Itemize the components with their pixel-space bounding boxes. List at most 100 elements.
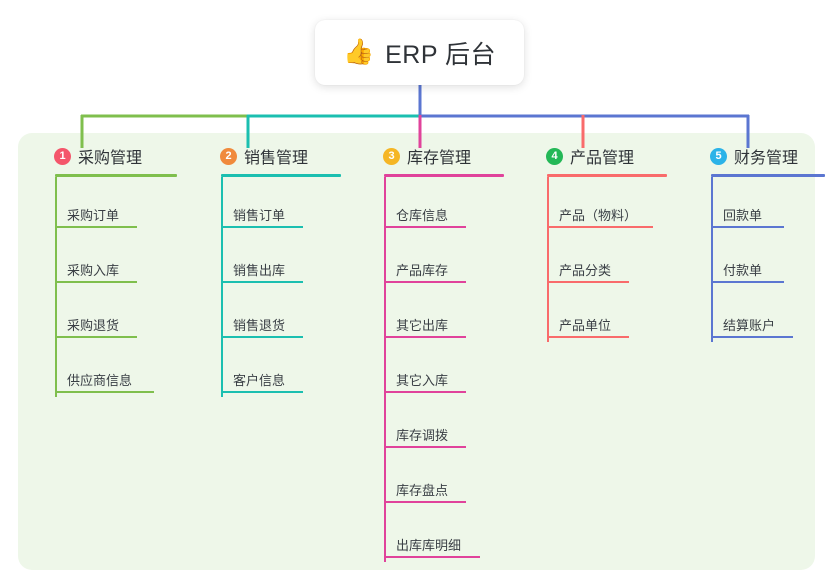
branch-item-label: 付款单: [723, 263, 763, 278]
root-node[interactable]: 👍 ERP 后台: [315, 20, 524, 85]
branch-number-badge: 5: [710, 147, 727, 165]
branch-header-2[interactable]: 2 销售管理: [200, 143, 341, 169]
branch-column-5: 5 财务管理回款单付款单结算账户: [690, 143, 825, 342]
branch-item[interactable]: 采购订单: [34, 177, 177, 232]
branch-item[interactable]: 其它入库: [363, 342, 504, 397]
branch-spine: [711, 177, 713, 342]
branch-item-label: 采购退货: [67, 318, 120, 333]
branch-item[interactable]: 出库库明细: [363, 507, 504, 562]
branch-item-underline: [384, 226, 466, 228]
branch-item[interactable]: 销售退货: [200, 287, 341, 342]
branch-item-underline: [711, 281, 784, 283]
branch-item[interactable]: 客户信息: [200, 342, 341, 397]
branch-column-3: 3 库存管理仓库信息产品库存其它出库其它入库库存调拨库存盘点出库库明细: [363, 143, 504, 562]
branch-item-label: 库存调拨: [396, 428, 449, 443]
branch-item-label: 销售订单: [233, 208, 286, 223]
branch-item-underline: [221, 281, 303, 283]
branch-number-badge: 1: [54, 147, 71, 165]
branch-item-underline: [55, 391, 154, 393]
branch-item[interactable]: 付款单: [690, 232, 825, 287]
branch-item-list: 产品（物料） 产品分类产品单位: [526, 177, 667, 342]
branch-item[interactable]: 产品分类: [526, 232, 667, 287]
branch-number-badge: 4: [546, 147, 563, 165]
branch-item-underline: [221, 336, 303, 338]
branch-item-label: 采购入库: [67, 263, 120, 278]
branch-item-underline: [384, 556, 480, 558]
branch-item[interactable]: 销售订单: [200, 177, 341, 232]
branch-item-label: 客户信息: [233, 373, 286, 388]
branch-item-underline: [384, 501, 466, 503]
branch-title: 库存管理: [407, 150, 472, 167]
branch-item-underline: [547, 226, 653, 228]
branch-item-label: 仓库信息: [396, 208, 449, 223]
branch-header-5[interactable]: 5 财务管理: [690, 143, 825, 169]
branch-item-label: 产品（物料）: [559, 208, 638, 223]
branch-item[interactable]: 产品单位: [526, 287, 667, 342]
branch-item-list: 采购订单采购入库采购退货供应商信息: [34, 177, 177, 397]
branch-item-underline: [547, 336, 629, 338]
branch-title: 采购管理: [78, 150, 143, 167]
branch-underline: [55, 174, 177, 177]
branch-item-label: 库存盘点: [396, 483, 449, 498]
branch-item-underline: [55, 226, 137, 228]
branch-item-label: 产品分类: [559, 263, 612, 278]
branch-item-label: 销售退货: [233, 318, 286, 333]
branch-item-list: 仓库信息产品库存其它出库其它入库库存调拨库存盘点出库库明细: [363, 177, 504, 562]
branch-item-label: 结算账户: [723, 318, 776, 333]
branch-title: 财务管理: [734, 150, 799, 167]
branch-item[interactable]: 回款单: [690, 177, 825, 232]
branch-item[interactable]: 其它出库: [363, 287, 504, 342]
branch-item-underline: [547, 281, 629, 283]
branch-item-label: 回款单: [723, 208, 763, 223]
branch-item[interactable]: 产品库存: [363, 232, 504, 287]
branch-item-underline: [711, 336, 793, 338]
branch-item[interactable]: 结算账户: [690, 287, 825, 342]
branch-underline: [221, 174, 341, 177]
branch-underline: [384, 174, 504, 177]
branch-item[interactable]: 库存盘点: [363, 452, 504, 507]
branch-item-label: 其它入库: [396, 373, 449, 388]
branch-item-label: 产品库存: [396, 263, 449, 278]
branch-item-underline: [384, 336, 466, 338]
branch-item-underline: [384, 391, 466, 393]
branch-item-label: 出库库明细: [396, 538, 462, 553]
branch-item-list: 回款单付款单结算账户: [690, 177, 825, 342]
branch-item-underline: [384, 281, 466, 283]
branch-title: 销售管理: [244, 150, 309, 167]
branch-item-underline: [384, 446, 466, 448]
branch-underline: [547, 174, 667, 177]
branch-spine: [221, 177, 223, 397]
branch-header-3[interactable]: 3 库存管理: [363, 143, 504, 169]
branch-title: 产品管理: [570, 150, 635, 167]
branch-item[interactable]: 采购入库: [34, 232, 177, 287]
branch-header-4[interactable]: 4 产品管理: [526, 143, 667, 169]
branch-spine: [384, 177, 386, 562]
branch-column-2: 2 销售管理销售订单销售出库销售退货客户信息: [200, 143, 341, 397]
branch-item-label: 销售出库: [233, 263, 286, 278]
branch-item[interactable]: 采购退货: [34, 287, 177, 342]
branch-column-1: 1 采购管理采购订单采购入库采购退货供应商信息: [34, 143, 177, 397]
branch-item-label: 其它出库: [396, 318, 449, 333]
branch-item[interactable]: 库存调拨: [363, 397, 504, 452]
branch-item-underline: [221, 226, 303, 228]
thumbs-up-icon: 👍: [342, 38, 375, 66]
root-title: ERP 后台: [385, 40, 497, 69]
branch-item[interactable]: 供应商信息: [34, 342, 177, 397]
branch-number-badge: 2: [220, 147, 237, 165]
branch-column-4: 4 产品管理产品（物料） 产品分类产品单位: [526, 143, 667, 342]
branch-item-underline: [711, 226, 784, 228]
branch-item-label: 产品单位: [559, 318, 612, 333]
branch-item-underline: [221, 391, 303, 393]
branch-item[interactable]: 产品（物料）: [526, 177, 667, 232]
branch-number-badge: 3: [383, 147, 400, 165]
branch-item-label: 供应商信息: [67, 373, 133, 388]
branch-item-list: 销售订单销售出库销售退货客户信息: [200, 177, 341, 397]
branch-spine: [547, 177, 549, 342]
branch-item-underline: [55, 281, 137, 283]
branch-item[interactable]: 销售出库: [200, 232, 341, 287]
branch-spine: [55, 177, 57, 397]
branch-item[interactable]: 仓库信息: [363, 177, 504, 232]
branch-item-label: 采购订单: [67, 208, 120, 223]
diagram-background-panel: [18, 133, 815, 570]
branch-header-1[interactable]: 1 采购管理: [34, 143, 177, 169]
